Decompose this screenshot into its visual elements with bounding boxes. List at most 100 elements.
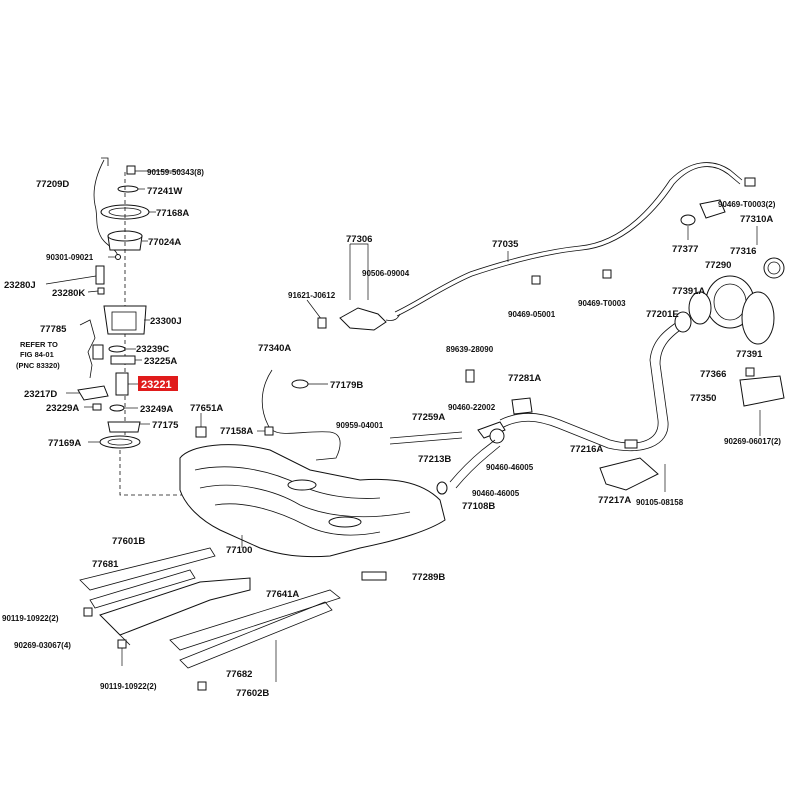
o-ring-icon [688, 291, 712, 325]
label-77108B: 77108B [462, 501, 495, 512]
label-77100: 77100 [226, 545, 252, 556]
label-90105: 90105-08158 [636, 498, 684, 507]
label-77209D: 77209D [36, 179, 69, 190]
label-77213B: 77213B [418, 454, 451, 465]
label-77681: 77681 [92, 559, 119, 570]
clamp-icon [602, 269, 612, 279]
fuel-tank-icon [179, 444, 446, 558]
label-77602B: 77602B [236, 688, 269, 699]
highlight-label: 23221 [141, 379, 172, 391]
clip-icon [361, 571, 387, 581]
pad-icon [195, 426, 207, 438]
label-90119-a: 90119-10922(2) [2, 614, 59, 623]
tank-gasket-icon [99, 435, 141, 449]
label-77241W: 77241W [147, 186, 182, 197]
gasket-ring-icon [741, 291, 775, 345]
label-90269-06017: 90269-06017(2) [724, 437, 781, 446]
sender-icon [92, 344, 104, 360]
label-77035: 77035 [492, 239, 519, 250]
label-23229A: 23229A [46, 403, 79, 414]
vent-hose [261, 369, 341, 461]
filter-case-icon [110, 355, 136, 365]
label-77281A: 77281A [508, 373, 541, 384]
strap-77602B [169, 589, 341, 651]
label-90469-T0003-2: 90469-T0003(2) [718, 200, 776, 209]
label-90301: 90301-09021 [46, 253, 94, 262]
label-77366: 77366 [700, 369, 726, 380]
label-90469-T0003: 90469-T0003 [578, 299, 626, 308]
sensor-icon [465, 369, 475, 383]
label-77175: 77175 [152, 420, 179, 431]
label-77179B: 77179B [330, 380, 363, 391]
label-77259A: 77259A [412, 412, 445, 423]
label-77216A: 77216A [570, 444, 603, 455]
label-77377: 77377 [672, 244, 698, 255]
label-23300J: 23300J [150, 316, 182, 327]
clamp-icon [531, 275, 541, 285]
label-77217A: 77217A [598, 495, 631, 506]
fuel-cap-icon [763, 257, 785, 279]
protector-77641A [99, 577, 251, 636]
filter-icon [77, 385, 109, 401]
filler-pipe [499, 319, 681, 444]
label-77306: 77306 [346, 234, 372, 245]
label-77168A: 77168A [156, 208, 189, 219]
label-90469-05001: 90469-05001 [508, 310, 556, 319]
label-77682: 77682 [226, 669, 252, 680]
highlight-box [138, 376, 178, 391]
label-77350: 77350 [690, 393, 716, 404]
screw-icon [126, 165, 136, 175]
heat-shield-icon [599, 457, 659, 491]
refer-note-2: FIG 84-01 [20, 350, 54, 359]
label-23217D: 23217D [24, 389, 57, 400]
strap-77601B [79, 547, 216, 591]
highlighted-part-23221[interactable]: 23221 [138, 376, 178, 391]
label-90460-46005-a: 90460-46005 [486, 463, 534, 472]
fuel-lid-icon [739, 375, 785, 407]
label-77316: 77316 [730, 246, 756, 257]
label-77601B: 77601B [112, 536, 145, 547]
fitting-icon [699, 199, 726, 219]
refer-note-1: REFER TO [20, 340, 58, 349]
label-23239C: 23239C [136, 344, 169, 355]
fuel-pump-motor-icon [115, 372, 129, 396]
label-23280J: 23280J [4, 280, 36, 291]
vent-tube [394, 162, 743, 313]
bracket-icon [511, 397, 533, 415]
label-77024A: 77024A [148, 237, 181, 248]
connector [101, 157, 109, 166]
pump-opening-icon [287, 479, 317, 491]
label-89639: 89639-28090 [446, 345, 494, 354]
label-91621: 91621-J0612 [288, 291, 336, 300]
label-77391: 77391 [736, 349, 763, 360]
label-90119-b: 90119-10922(2) [100, 682, 157, 691]
label-77785: 77785 [40, 324, 67, 335]
label-90460-46005-b: 90460-46005 [472, 489, 520, 498]
label-77391A: 77391A [672, 286, 705, 297]
label-23249A: 23249A [140, 404, 173, 415]
canister-valve-icon [339, 307, 387, 331]
label-90506: 90506-09004 [362, 269, 410, 278]
gasket-icon [117, 185, 139, 193]
grommet-icon [291, 379, 309, 389]
label-77340A: 77340A [258, 343, 291, 354]
label-77201E: 77201E [646, 309, 679, 320]
label-90269-03067: 90269-03067(4) [14, 641, 71, 650]
label-77651A: 77651A [190, 403, 223, 414]
label-77289B: 77289B [412, 572, 445, 583]
label-77641A: 77641A [266, 589, 299, 600]
label-77158A: 77158A [220, 426, 253, 437]
label-23280K: 23280K [52, 288, 85, 299]
hose-icon [389, 431, 463, 439]
label-23225A: 23225A [144, 356, 177, 367]
level-wire [79, 319, 96, 379]
cap-icon-2 [680, 214, 696, 226]
label-77290: 77290 [705, 260, 731, 271]
fuel-pump-body-icon [103, 305, 147, 335]
refer-note-3: (PNC 83320) [16, 361, 60, 370]
label-90159: 90159-50343(8) [147, 168, 204, 177]
regulator-icon [95, 265, 105, 285]
label-90959: 90959-04001 [336, 421, 384, 430]
